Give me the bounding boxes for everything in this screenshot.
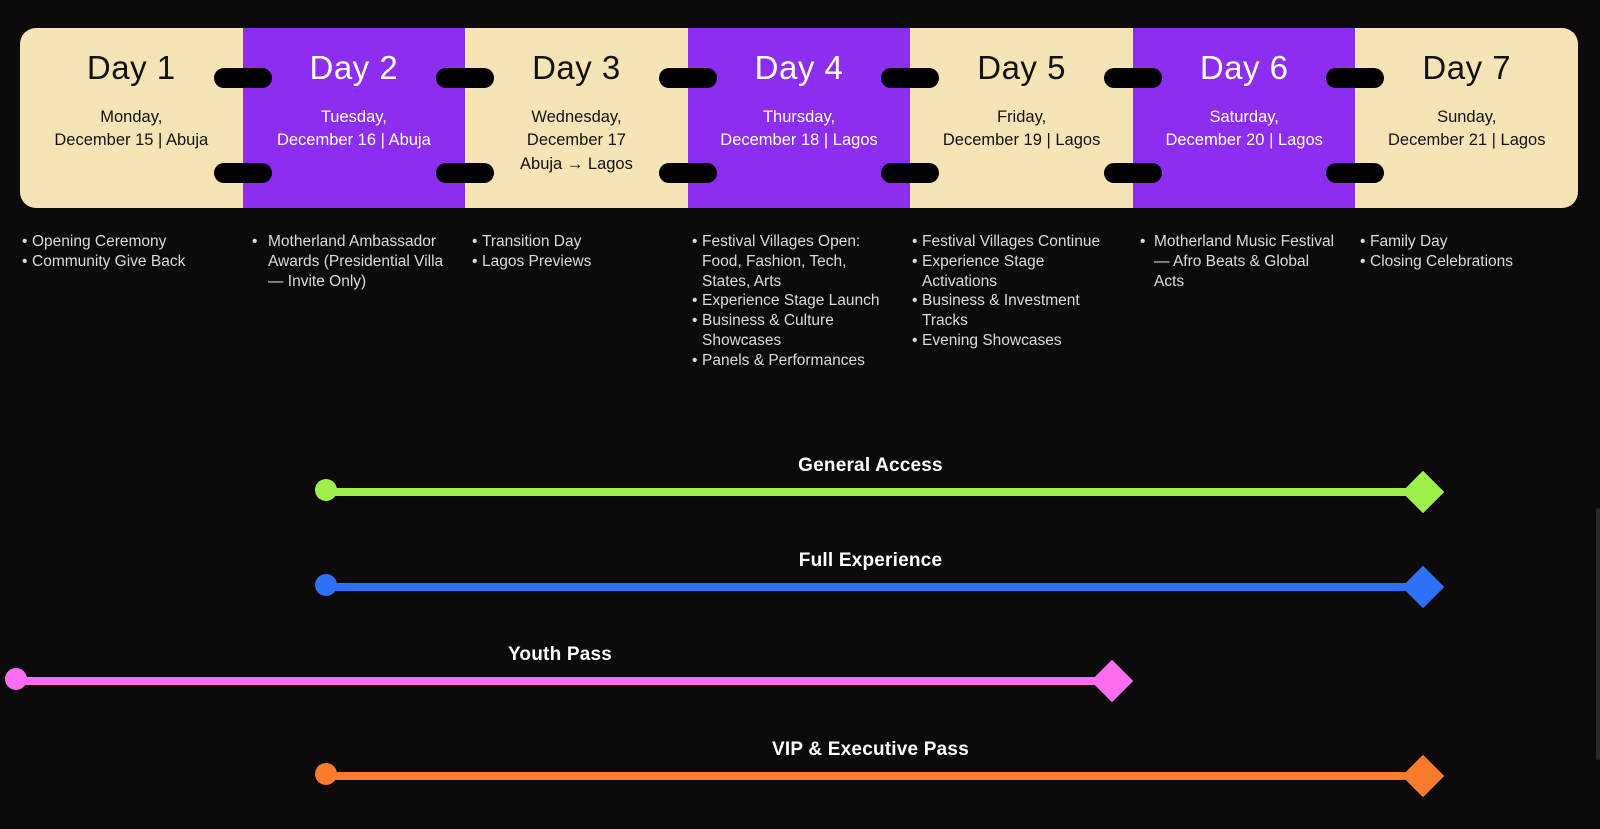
day-bullets-column-7: Family DayClosing Celebrations [1358,232,1578,371]
pass-label: Youth Pass [507,644,613,665]
bullet-list: Festival Villages ContinueExperience Sta… [912,232,1112,351]
pass-end-diamond-icon [1401,565,1445,609]
list-item: Business & Investment Tracks [912,291,1112,331]
bullet-list: Motherland Music Festival — Afro Beats &… [1140,232,1340,291]
day-card-1[interactable]: Day 1 Monday, December 15 | Abuja [20,28,243,208]
day-card-date-location: December 16 | Abuja [276,131,431,150]
bullet-list: Transition DayLagos Previews [472,232,672,272]
day-card-title: Day 7 [1422,49,1512,86]
day-card-weekday: Sunday, [1437,108,1497,126]
day-bullets-column-6: Motherland Music Festival — Afro Beats &… [1130,232,1358,371]
day-card-date-location: December 17 [526,131,626,150]
day-card-5[interactable]: Day 5 Friday, December 19 | Lagos [910,28,1133,208]
day-card-date-location: December 15 | Abuja [54,131,209,150]
list-item: Experience Stage Activations [912,252,1112,292]
pass-label: Full Experience [798,550,943,571]
day-bullets-column-4: Festival Villages Open: Food, Fashion, T… [690,232,910,371]
day-card-subtitle: Tuesday, December 16 | Abuja [277,106,431,153]
day-bullets-column-1: Opening CeremonyCommunity Give Back [20,232,240,371]
day-card-4[interactable]: Day 4 Thursday, December 18 | Lagos [687,28,911,208]
day-card-subtitle: Thursday, December 18 | Lagos [720,106,877,153]
day-card-2[interactable]: Day 2 Tuesday, December 16 | Abuja [242,28,466,208]
list-item: Evening Showcases [912,331,1112,351]
day-bullets-row: Opening CeremonyCommunity Give Back Mothe… [20,232,1578,371]
day-card-weekday: Friday, [996,108,1047,126]
day-card-subtitle: Monday, December 15 | Abuja [54,106,208,153]
day-card-date-location: December 19 | Lagos [942,131,1101,150]
list-item: Motherland Music Festival — Afro Beats &… [1140,232,1340,291]
list-item: Family Day [1360,232,1560,252]
pass-start-dot-icon [315,479,337,501]
bullet-list: Festival Villages Open: Food, Fashion, T… [692,232,892,371]
pass-track [318,772,1423,780]
day-bullets-column-5: Festival Villages ContinueExperience Sta… [910,232,1130,371]
list-item: Panels & Performances [692,351,892,371]
pass-track [318,488,1423,496]
day-card-weekday: Monday, [100,108,163,126]
day-card-weekday: Tuesday, [320,108,387,126]
pass-bar-row-4[interactable]: VIP & Executive Pass [315,739,1445,799]
list-item: Transition Day [472,232,672,252]
pass-bar-row-3[interactable]: Youth Pass [5,644,1134,704]
list-item: Closing Celebrations [1360,252,1560,272]
list-item: Festival Villages Open: Food, Fashion, T… [692,232,892,291]
pass-end-diamond-icon [1090,659,1134,703]
day-card-title: Day 5 [977,49,1066,86]
day-card-date-location: December 20 | Lagos [1165,131,1323,150]
day-card-title: Day 6 [1199,49,1289,86]
day-card-weekday: Wednesday, [531,108,622,126]
day-card-3[interactable]: Day 3 Wednesday, December 17 Abuja → Lagos [465,28,688,208]
pass-start-dot-icon [315,763,337,785]
day-card-extra: Abuja → Lagos [520,154,633,173]
day-card-subtitle: Wednesday, December 17 Abuja → Lagos [520,106,633,176]
day-card-title: Day 2 [309,49,399,86]
scrollbar-thumb[interactable] [1596,508,1600,760]
pass-track [318,583,1423,591]
list-item: Community Give Back [22,252,222,272]
list-item: Experience Stage Launch [692,291,892,311]
pass-label: General Access [798,455,943,476]
day-bullets-column-3: Transition DayLagos Previews [470,232,690,371]
list-item: Festival Villages Continue [912,232,1112,252]
pass-end-diamond-icon [1401,470,1445,514]
list-item: Business & Culture Showcases [692,311,892,351]
pass-bar-row-2[interactable]: Full Experience [315,550,1445,610]
list-item: Lagos Previews [472,252,672,272]
day-card-weekday: Thursday, [762,108,836,126]
day-card-date-location: December 18 | Lagos [720,131,878,150]
day-card-title: Day 4 [754,49,844,86]
day-card-date-location: December 21 | Lagos [1388,131,1546,150]
list-item: Opening Ceremony [22,232,222,252]
pass-label: VIP & Executive Pass [772,739,969,760]
pass-track [8,677,1112,685]
day-card-title: Day 1 [86,49,176,86]
day-card-subtitle: Saturday, December 20 | Lagos [1165,106,1322,153]
day-card-subtitle: Friday, December 19 | Lagos [943,106,1100,153]
pass-bar-row-1[interactable]: General Access [315,455,1445,515]
day-strip: Day 1 Monday, December 15 | Abuja Day 2 Tues… [20,28,1578,208]
bullet-list: Family DayClosing Celebrations [1360,232,1560,272]
bullet-list: Opening CeremonyCommunity Give Back [22,232,222,272]
day-card-7[interactable]: Day 7 Sunday, December 21 | Lagos [1355,28,1578,208]
day-card-6[interactable]: Day 6 Saturday, December 20 | Lagos [1132,28,1356,208]
bullet-list: Motherland Ambassador Awards (Presidenti… [252,232,452,291]
day-card-weekday: Saturday, [1209,108,1279,126]
pass-start-dot-icon [315,574,337,596]
day-card-subtitle: Sunday, December 21 | Lagos [1388,106,1545,153]
list-item: Motherland Ambassador Awards (Presidenti… [252,232,452,291]
day-card-title: Day 3 [532,49,621,86]
pass-end-diamond-icon [1401,754,1445,798]
pass-start-dot-icon [5,668,27,690]
day-bullets-column-2: Motherland Ambassador Awards (Presidenti… [240,232,470,371]
